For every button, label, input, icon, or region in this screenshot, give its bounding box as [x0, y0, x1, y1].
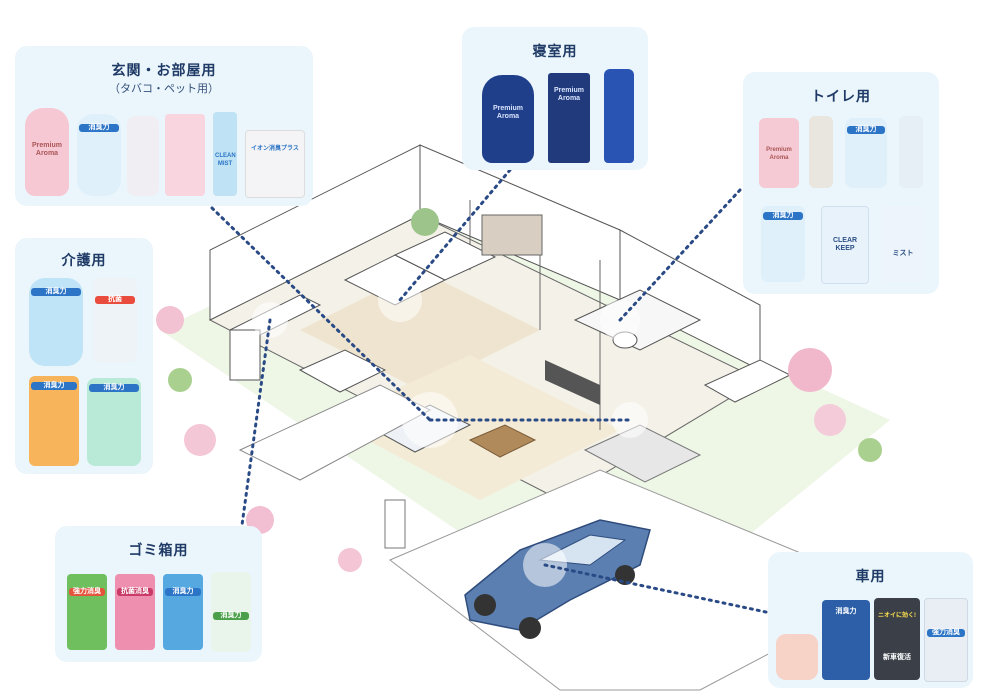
product-shoshuriki-car[interactable]: 消臭力 [822, 600, 870, 680]
living-floor [330, 355, 620, 500]
flower-bush [184, 424, 216, 456]
card-entrance: 玄関・お部屋用 （タバコ・ペット用） Premium Aroma 消臭力 CLE… [15, 46, 313, 206]
product-spray-can-2[interactable] [899, 116, 923, 188]
flower-bush [788, 348, 832, 392]
product-shoshuriki-green[interactable]: 消臭力 [87, 378, 141, 466]
card-care: 介護用 消臭力 抗菌 消臭力 消臭力 [15, 238, 153, 474]
product-shoshuriki-orange[interactable]: 消臭力 [29, 376, 79, 466]
product-ion-plus[interactable]: イオン消臭プラス [245, 130, 305, 198]
product-shoshuriki-2[interactable]: 消臭力 [761, 206, 805, 282]
card-bedroom: 寝室用 Premium Aroma Premium Aroma [462, 27, 648, 170]
flower-bush [814, 404, 846, 436]
card-toilet: トイレ用 Premium Aroma 消臭力 消臭力 CLEAR KEEP ミス… [743, 72, 939, 294]
product-spray[interactable] [604, 69, 634, 163]
connector-toilet [618, 188, 742, 322]
shrub [168, 368, 192, 392]
card-title: 寝室用 [532, 43, 578, 59]
card-title: 車用 [855, 568, 886, 584]
product-premium-aroma[interactable]: Premium Aroma [759, 118, 799, 188]
shrub [858, 438, 882, 462]
dining-table [298, 349, 387, 393]
product-mist[interactable]: ミスト [881, 206, 925, 282]
card-car: 車用 消臭力 ニオイに効く! 新車復活 強力消臭 [768, 552, 973, 688]
product-spray-bottle[interactable]: 消臭力 [211, 572, 251, 652]
product-car-aroma[interactable] [776, 634, 818, 680]
product-clear-keep[interactable]: CLEAR KEEP [821, 206, 869, 284]
product-strong-deodorize[interactable]: 強力消臭 [67, 574, 107, 650]
card-title: 玄関・お部屋用 [111, 62, 217, 78]
product-clean-mist[interactable]: CLEAN MIST [213, 112, 237, 196]
card-garbage: ゴミ箱用 強力消臭 抗菌消臭 消臭力 消臭力 [55, 526, 262, 662]
card-title: ゴミ箱用 [128, 542, 189, 558]
product-box[interactable] [165, 114, 205, 196]
coffee-table [468, 424, 537, 458]
flower-bush [338, 548, 362, 572]
product-shoshuriki[interactable]: 消臭力 [77, 114, 121, 196]
product-antibacterial-deodorize[interactable]: 抗菌消臭 [115, 574, 155, 650]
product-shoshuriki[interactable]: 消臭力 [845, 118, 887, 188]
care-spot [612, 402, 648, 438]
product-antibacterial[interactable]: 抗菌 [93, 278, 137, 362]
flower-bush [156, 306, 184, 334]
product-premium-aroma-sleep[interactable]: Premium Aroma [482, 75, 534, 163]
closet [481, 214, 543, 256]
connector-entrance [210, 206, 432, 422]
plant [411, 208, 439, 236]
product-shoshuriki-care[interactable]: 消臭力 [29, 278, 83, 366]
product-spray-can[interactable] [809, 116, 833, 188]
fridge [229, 329, 261, 381]
product-shoshuriki-blue[interactable]: 消臭力 [163, 574, 203, 650]
card-subtitle: （タバコ・ペット用） [109, 83, 219, 95]
gate-post [384, 499, 406, 549]
product-new-car-revival[interactable]: ニオイに効く! 新車復活 [874, 598, 920, 680]
connector-bedroom [398, 168, 512, 302]
product-premium-aroma-box[interactable]: Premium Aroma [548, 73, 590, 163]
product-bottle[interactable] [127, 116, 159, 196]
product-premium-aroma[interactable]: Premium Aroma [25, 108, 69, 196]
bed [393, 231, 497, 281]
connector-garbage [240, 318, 272, 527]
connector-car [543, 563, 782, 617]
tv [545, 360, 600, 405]
card-title: 介護用 [61, 252, 107, 268]
card-title: トイレ用 [811, 88, 871, 104]
product-strong-deodorize-car[interactable]: 強力消臭 [924, 598, 968, 682]
